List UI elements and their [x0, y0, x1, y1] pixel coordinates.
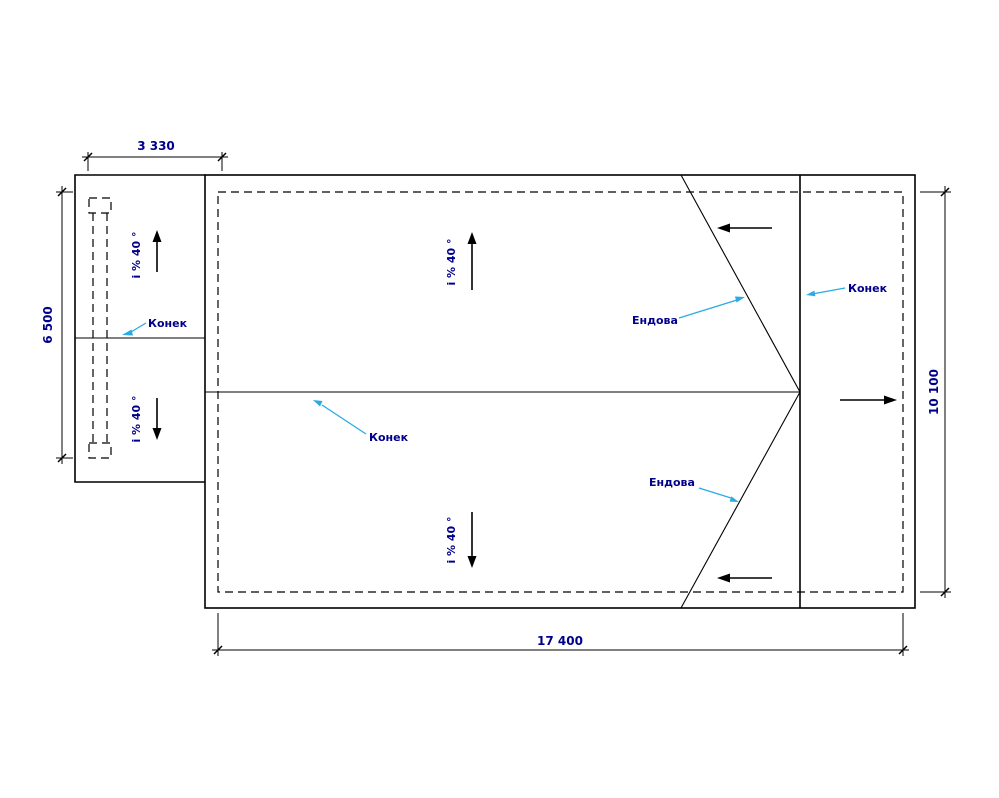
valley-annotation-lower: Ендова [649, 476, 739, 502]
ridge-annotation-main: Конек [313, 400, 409, 444]
slope-label: i % 40 ° [130, 231, 143, 278]
slope-label: i % 40 ° [445, 238, 458, 285]
ridge-label: Конек [369, 431, 409, 444]
dimension-tick [57, 187, 67, 197]
dimension-left: 6 500 [41, 186, 73, 464]
leader-line [698, 487, 732, 499]
leader-arrow-icon [313, 400, 323, 407]
leader-arrow-icon [806, 290, 816, 297]
arrow-head [717, 573, 730, 583]
leader-arrow-icon [729, 496, 739, 502]
valley-label: Ендова [649, 476, 695, 489]
dimension-right: 10 100 [920, 186, 951, 598]
dimension-tick [213, 645, 223, 655]
dimension-bottom-text: 17 400 [537, 634, 583, 648]
leader-line [678, 299, 738, 319]
slope-arrow-main-up: i % 40 ° [445, 232, 477, 290]
slope-arrow-upper-right-left [717, 223, 772, 233]
dimension-tick [217, 152, 227, 162]
dimension-right-text: 10 100 [927, 369, 941, 415]
slope-arrow-annex-down: i % 40 ° [130, 395, 162, 443]
slope-arrow-right-section [840, 395, 897, 405]
valley-line-upper [680, 174, 801, 393]
ridge-annotation-annex: Конек [122, 317, 188, 336]
arrow-head [152, 230, 162, 242]
ridge-annotation-right: Конек [806, 282, 888, 297]
dimension-top-text: 3 330 [137, 139, 175, 153]
slope-arrow-lower-right-left [717, 573, 772, 583]
leader-arrow-icon [735, 296, 745, 303]
ridge-label: Конек [848, 282, 888, 295]
arrow-head [717, 223, 730, 233]
slope-label: i % 40 ° [445, 516, 458, 563]
leader-line [321, 404, 367, 435]
valley-line-lower [680, 391, 801, 609]
leader-line [130, 322, 147, 333]
valley-label: Ендова [632, 314, 678, 327]
column-marker-top [88, 197, 112, 214]
slope-arrow-annex-up: i % 40 ° [130, 230, 162, 279]
dimension-tick [898, 645, 908, 655]
dimension-tick [940, 587, 950, 597]
valley-annotation-upper: Ендова [632, 296, 745, 327]
dimension-left-text: 6 500 [41, 306, 55, 344]
dimension-bottom: 17 400 [212, 613, 909, 656]
slope-label: i % 40 ° [130, 395, 143, 442]
slope-arrow-main-down: i % 40 ° [445, 512, 477, 568]
arrow-head [467, 556, 477, 568]
annex-outline [74, 174, 205, 483]
ridge-label: Конек [148, 317, 188, 330]
column-marker-bottom [88, 442, 112, 459]
arrow-head [884, 395, 897, 405]
leader-line [814, 287, 846, 295]
dimension-tick [57, 453, 67, 463]
dimension-tick [940, 187, 950, 197]
arrow-head [467, 232, 477, 244]
dimension-tick [83, 152, 93, 162]
leader-arrow-icon [122, 329, 133, 336]
arrow-head [152, 428, 162, 440]
dimension-top: 3 330 [82, 139, 228, 171]
